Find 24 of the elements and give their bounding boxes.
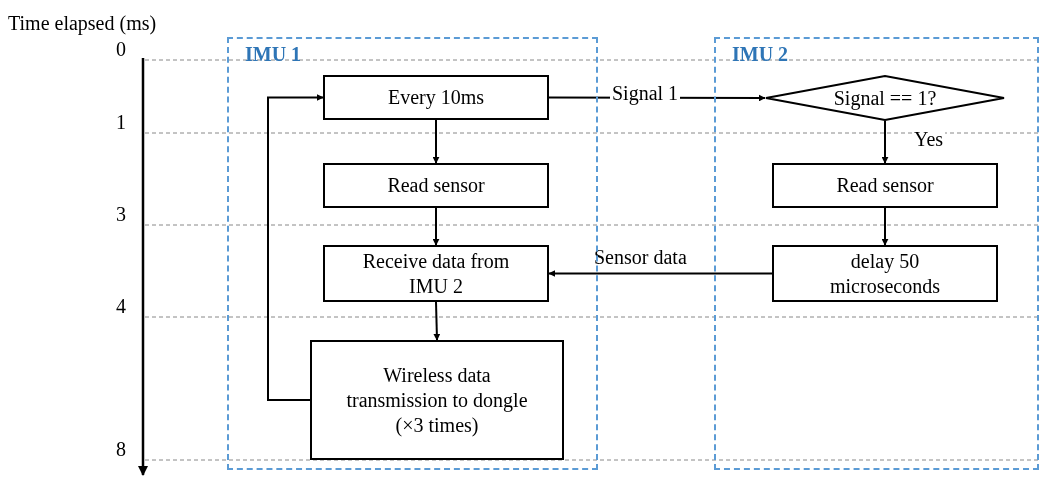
arrow — [881, 120, 889, 164]
process-box: Receive data from IMU 2 — [323, 245, 549, 302]
decision-text: Signal == 1? — [833, 86, 937, 110]
arrow — [433, 301, 441, 341]
arrow — [881, 207, 889, 246]
arrow — [548, 270, 773, 277]
process-box: Wireless data transmission to dongle (×3 times) — [310, 340, 564, 460]
arrow — [267, 94, 324, 401]
axis-tick-label: 3 — [115, 203, 126, 225]
axis-tick-label: 4 — [115, 295, 126, 317]
arrow — [432, 207, 440, 246]
group-title: IMU 2 — [732, 43, 789, 66]
group-title: IMU 1 — [245, 43, 302, 66]
process-box: Read sensor — [772, 163, 998, 208]
axis-tick-label: 8 — [115, 438, 126, 460]
process-box: delay 50 microseconds — [772, 245, 998, 302]
axis-title: Time elapsed (ms) — [8, 12, 157, 34]
process-box: Every 10ms — [323, 75, 549, 120]
axis-tick-label: 0 — [115, 38, 126, 60]
arrow — [432, 119, 440, 164]
process-box: Read sensor — [323, 163, 549, 208]
group-container — [714, 37, 1039, 470]
axis-tick-label: 1 — [115, 111, 126, 133]
decision-diamond — [765, 75, 1005, 121]
